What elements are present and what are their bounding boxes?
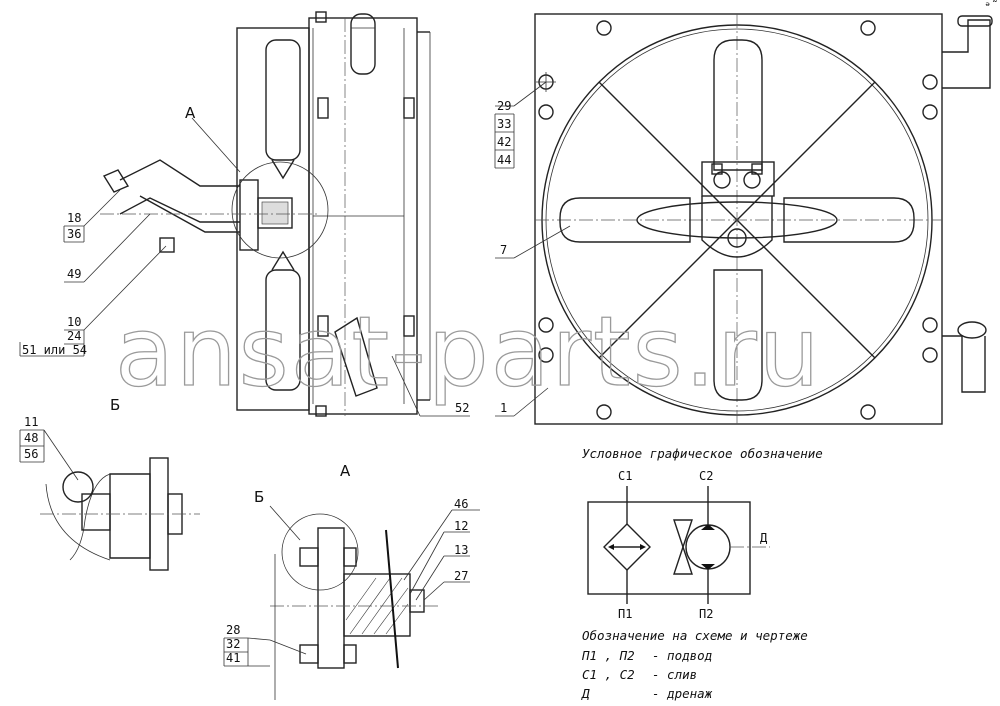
callout-52: 52 (455, 401, 469, 415)
detail-b (40, 457, 200, 571)
callout-12: 12 (454, 519, 468, 533)
callout-41: 41 (226, 651, 240, 665)
legend-row-2-code: С1 , С2 (582, 667, 635, 682)
callout-42: 42 (497, 135, 511, 149)
callout-7: 7 (500, 243, 507, 257)
front-view (534, 13, 993, 425)
callout-36: 36 (67, 227, 81, 241)
legend-title: Обозначение на схеме и чертеже (582, 628, 808, 643)
callout-51-54: 51 или 54 (22, 343, 87, 357)
detail-a (270, 513, 440, 700)
view-b-leader-label: Б (254, 488, 264, 506)
corner-mark: ᵊ˜ ₘₘ (984, 0, 1000, 13)
legend-row-3-text: - дренаж (652, 686, 713, 701)
callout-27: 27 (454, 569, 468, 583)
callout-11: 11 (24, 415, 38, 429)
callout-29: 29 (497, 99, 511, 113)
callout-33: 33 (497, 117, 511, 131)
legend-row-1-code: П1 , П2 (581, 648, 635, 663)
callout-18: 18 (67, 211, 81, 225)
hydraulic-symbol (587, 486, 770, 604)
callout-24: 24 (67, 329, 81, 343)
legend-row-2-text: - слив (652, 667, 697, 682)
callout-1: 1 (500, 401, 507, 415)
callout-32: 32 (226, 637, 240, 651)
watermark: ansat-parts.ru (115, 296, 822, 408)
symbol-d: Д (760, 531, 768, 545)
legend-row-1-text: - подвод (652, 648, 712, 663)
callout-44: 44 (497, 153, 511, 167)
symbol-c1: С1 (618, 469, 632, 483)
callout-28: 28 (226, 623, 240, 637)
labels: ᵊ˜ ₘₘ А Б А Б 29 33 42 44 7 1 52 18 36 4… (19, 0, 1000, 701)
view-a-label: А (340, 462, 351, 480)
symbol-p1: П1 (618, 607, 632, 621)
view-a-leader-label: А (185, 104, 196, 122)
leader-lines (20, 81, 571, 667)
callout-48: 48 (24, 431, 38, 445)
callout-46: 46 (454, 497, 468, 511)
callout-56: 56 (24, 447, 38, 461)
symbol-title: Условное графическое обозначение (582, 446, 823, 461)
side-view (100, 11, 431, 417)
callout-49: 49 (67, 267, 81, 281)
legend-row-3-code: Д (581, 686, 590, 701)
symbol-p2: П2 (699, 607, 713, 621)
callout-10: 10 (67, 315, 81, 329)
symbol-c2: С2 (699, 469, 713, 483)
view-b-label: Б (110, 396, 120, 414)
callout-13: 13 (454, 543, 468, 557)
